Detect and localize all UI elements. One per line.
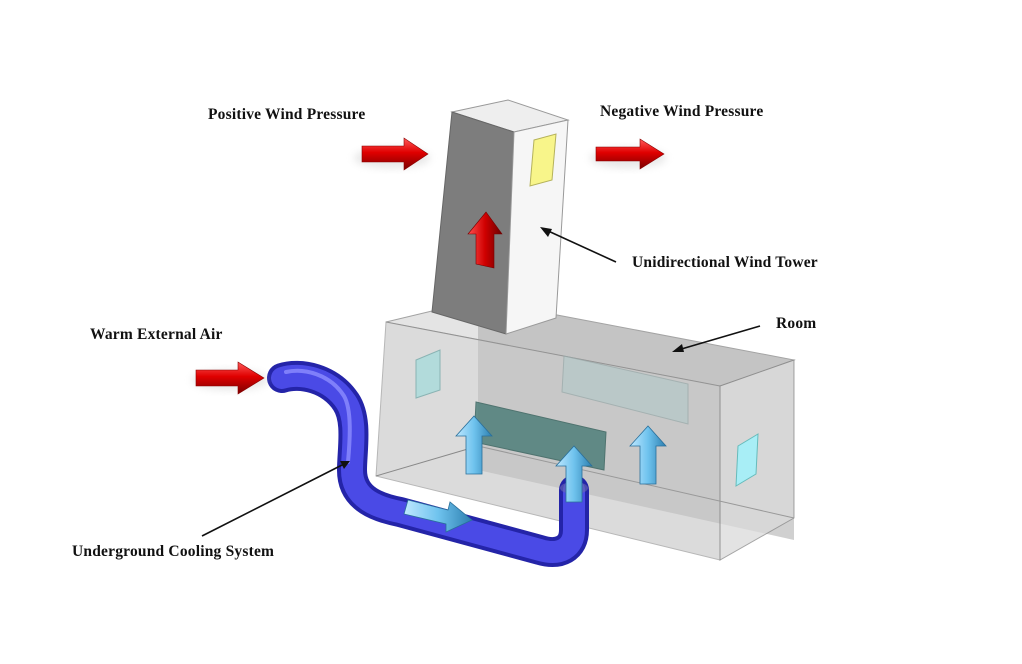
- cool-air-arrow-2: [555, 445, 593, 503]
- cool-air-arrow-3: [629, 425, 667, 485]
- pipe-flow-arrow: [403, 499, 473, 533]
- tower-updraft-arrow: [467, 211, 503, 269]
- negative-pressure-arrow: [590, 138, 666, 170]
- leader-lines: [201, 227, 761, 537]
- label-warm-external-air: Warm External Air: [90, 326, 223, 343]
- positive-pressure-arrow: [354, 137, 430, 171]
- room-window-right: [735, 433, 759, 487]
- tower-window: [529, 133, 557, 187]
- label-room: Room: [776, 315, 817, 332]
- wind-tower: [431, 99, 570, 335]
- cool-air-arrow-1: [455, 415, 493, 475]
- label-unidirectional-wind-tower: Unidirectional Wind Tower: [632, 254, 818, 271]
- room-window-left: [415, 349, 441, 399]
- vent-panel-upper: [561, 355, 689, 425]
- label-underground-cooling-system: Underground Cooling System: [72, 543, 275, 560]
- label-positive-wind-pressure: Positive Wind Pressure: [208, 106, 366, 123]
- warm-air-arrow: [192, 361, 268, 395]
- label-negative-wind-pressure: Negative Wind Pressure: [600, 103, 764, 120]
